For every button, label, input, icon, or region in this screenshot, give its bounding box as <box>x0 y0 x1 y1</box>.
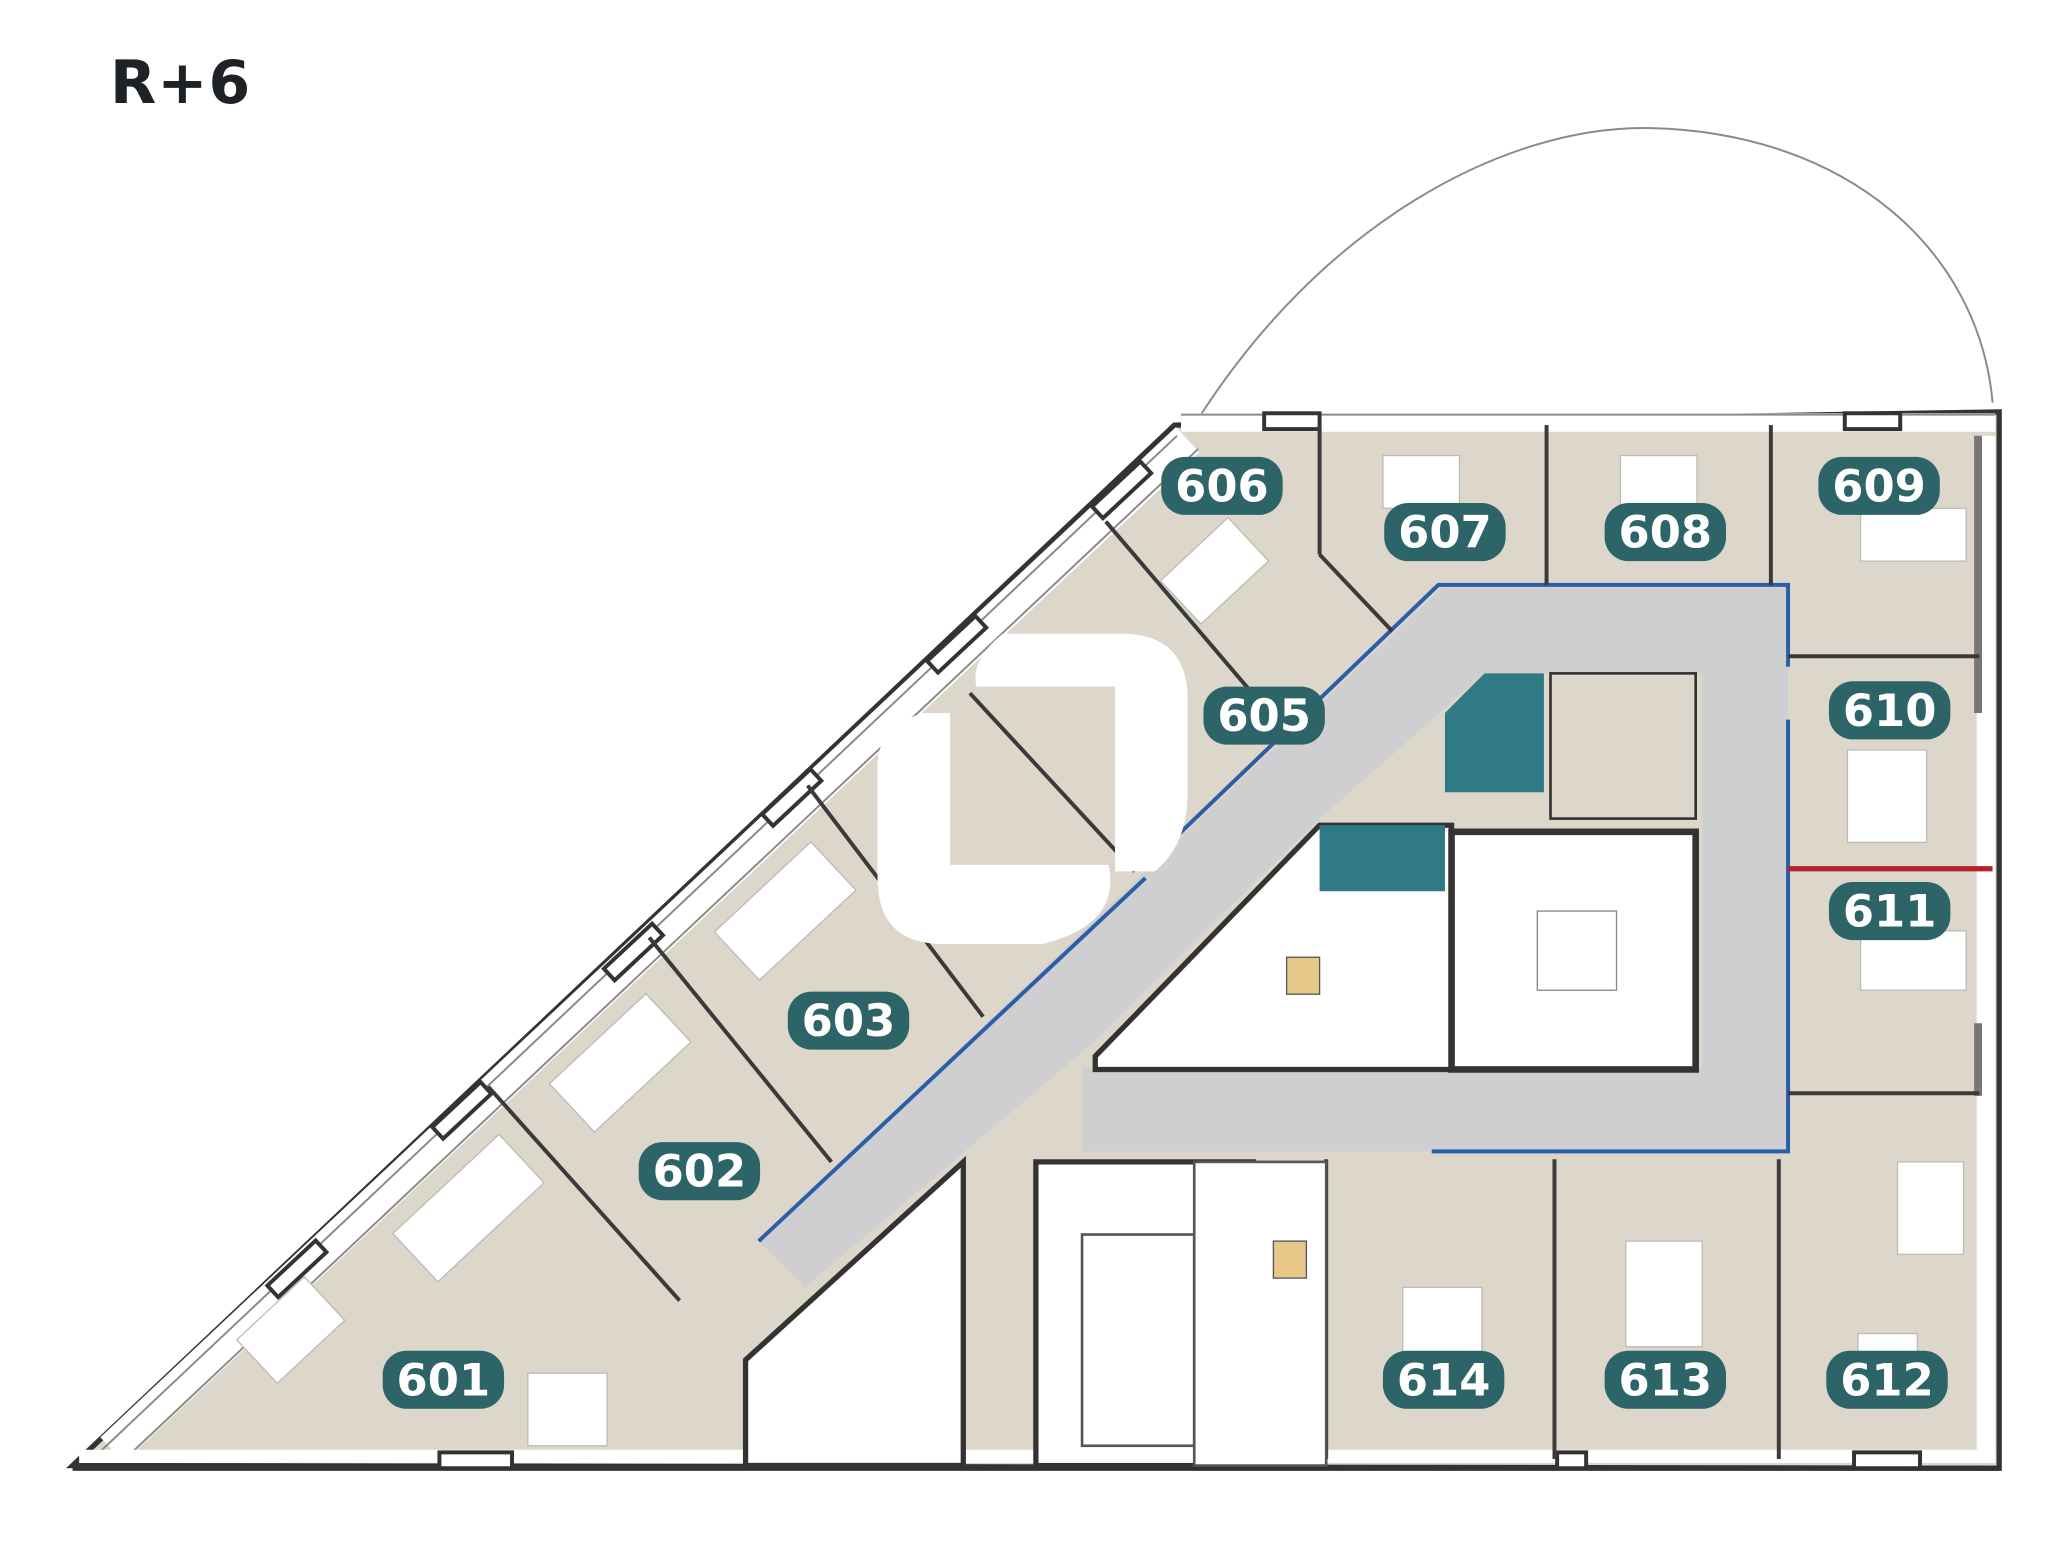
room-label-614[interactable]: 614 <box>1382 1350 1505 1409</box>
room-label-606[interactable]: 606 <box>1161 456 1283 515</box>
room-label-607[interactable]: 607 <box>1384 503 1506 562</box>
room-label-610[interactable]: 610 <box>1828 681 1951 740</box>
room-label-602[interactable]: 602 <box>638 1142 761 1201</box>
furniture <box>235 454 1967 1447</box>
svg-text:601: 601 <box>397 1353 491 1406</box>
accessible-wc <box>1319 825 1445 892</box>
rotate-overlay-icon[interactable] <box>877 633 1188 945</box>
svg-text:614: 614 <box>1397 1353 1491 1406</box>
svg-text:610: 610 <box>1843 684 1937 737</box>
kitchenette <box>1444 673 1544 793</box>
svg-text:606: 606 <box>1175 459 1269 512</box>
svg-text:608: 608 <box>1619 506 1713 559</box>
svg-text:613: 613 <box>1619 1353 1713 1406</box>
service-core <box>742 672 1699 1469</box>
room-label-603[interactable]: 603 <box>787 991 910 1050</box>
room-label-605[interactable]: 605 <box>1203 686 1325 745</box>
svg-text:609: 609 <box>1832 459 1926 512</box>
room-label-611[interactable]: 611 <box>1828 881 1951 941</box>
room-label-612[interactable]: 612 <box>1826 1350 1948 1409</box>
corridor[interactable] <box>758 584 1789 1288</box>
window-frames <box>264 411 1922 1471</box>
room-label-608[interactable]: 608 <box>1604 503 1727 562</box>
svg-text:605: 605 <box>1217 689 1311 742</box>
room-label-613[interactable]: 613 <box>1604 1350 1727 1409</box>
svg-text:611: 611 <box>1843 885 1937 938</box>
room-labels: 601 602 603 605 606 607 608 609 610 611 … <box>382 456 1951 1409</box>
floor-title: R+6 <box>110 48 252 118</box>
svg-text:602: 602 <box>653 1145 747 1198</box>
svg-text:603: 603 <box>802 994 896 1047</box>
svg-text:607: 607 <box>1398 506 1492 559</box>
svg-text:612: 612 <box>1840 1353 1934 1406</box>
terrace-arc <box>1193 127 1994 426</box>
room-label-601[interactable]: 601 <box>382 1350 505 1409</box>
room-label-609[interactable]: 609 <box>1818 456 1940 515</box>
